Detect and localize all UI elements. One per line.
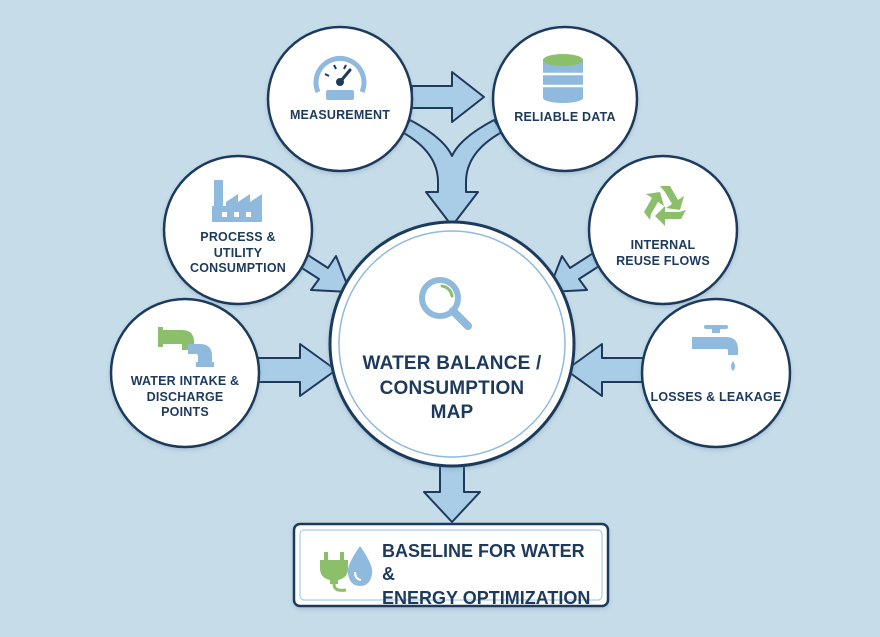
node-reuse-label: INTERNAL REUSE FLOWS [616, 238, 710, 268]
water-drop-icon [347, 546, 373, 586]
node-reliable-data-label: RELIABLE DATA [514, 110, 616, 124]
arrow-center-to-output [423, 461, 481, 523]
node-process-circle [162, 154, 314, 306]
plug-icon [320, 552, 348, 592]
magnifier-icon [419, 277, 472, 330]
arrow-losses-to-center [565, 343, 645, 397]
node-reuse-circle [587, 154, 739, 306]
output-box [292, 522, 610, 608]
node-losses-circle [640, 297, 792, 449]
node-intake-label: WATER INTAKE & DISCHARGE POINTS [130, 374, 240, 420]
center-title: WATER BALANCE / CONSUMPTION MAP [362, 353, 542, 424]
database-icon [543, 54, 583, 103]
output-box-inner [299, 529, 603, 601]
arrow-measurement-to-reliable-data [411, 71, 485, 123]
arrow-top-to-center [401, 119, 503, 227]
node-measurement-label: MEASUREMENT [289, 108, 391, 122]
center-circle-outer [328, 220, 576, 468]
faucet-icon [692, 325, 738, 371]
center-circle-inner [338, 230, 566, 458]
node-intake-circle [109, 297, 261, 449]
arrow-intake-to-center [257, 343, 337, 397]
node-losses-label: LOSSES & LEAKAGE [650, 390, 782, 404]
pipe-icon [158, 327, 214, 367]
node-process-label: PROCESS & UTILITY CONSUMPTION [190, 230, 286, 276]
recycle-icon [644, 186, 686, 226]
factory-icon [212, 180, 262, 222]
gauge-icon [313, 55, 367, 100]
output-label: BASELINE FOR WATER & ENERGY OPTIMIZATION [382, 541, 591, 608]
